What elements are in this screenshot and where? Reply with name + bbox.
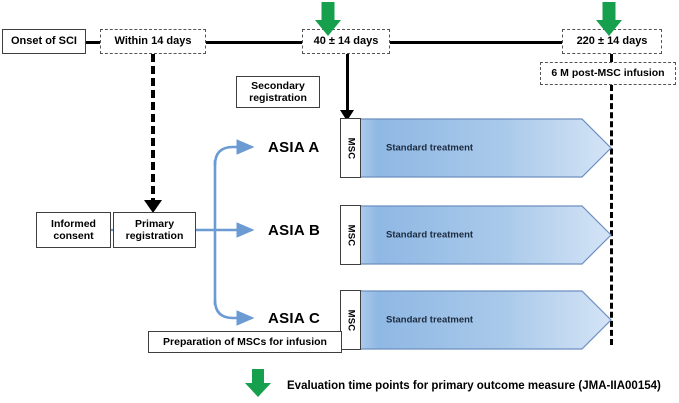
legend-green-arrow-icon — [243, 369, 273, 399]
arrowhead-to-primary-registration — [144, 200, 162, 213]
dashed-connector-220-to-post — [610, 54, 613, 64]
blue-arrow-to-asia-a — [213, 139, 255, 166]
line-40days-to-msc — [346, 54, 349, 114]
timeline-segment-onset-to-within — [86, 41, 110, 44]
green-arrow-220days — [594, 2, 624, 36]
informed-consent-line1: Informed — [51, 217, 96, 230]
secondary-registration-line1: Secondary — [251, 79, 305, 92]
box-220-days: 220 ± 14 days — [562, 29, 662, 54]
box-onset-of-sci: Onset of SCI — [2, 29, 86, 54]
box-preparation-of-mscs: Preparation of MSCs for infusion — [148, 331, 342, 353]
informed-consent-line2: consent — [53, 230, 94, 242]
msc-label-c: MSC — [345, 309, 356, 331]
msc-box-asia-c: MSC — [340, 290, 361, 350]
dashed-endpoint-line — [610, 85, 613, 345]
treatment-bar-asia-c: MSC Standard treatment — [340, 290, 612, 350]
treatment-bar-asia-a: MSC Standard treatment — [340, 118, 612, 178]
treatment-bar-asia-b: MSC Standard treatment — [340, 205, 612, 265]
timeline-segment-within-to-40 — [206, 41, 308, 44]
post-infusion-label: 6 M post-MSC infusion — [551, 67, 665, 80]
timeline-segment-40-to-220 — [390, 41, 562, 44]
box-informed-consent: Informed consent — [36, 212, 111, 248]
secondary-registration-line2: registration — [249, 92, 307, 104]
asia-label-a: ASIA A — [268, 139, 320, 156]
onset-label: Onset of SCI — [10, 35, 77, 48]
primary-registration-line2: registration — [125, 230, 184, 242]
box-secondary-registration: Secondary registration — [236, 76, 320, 108]
standard-treatment-label-a: Standard treatment — [386, 142, 474, 154]
standard-treatment-label-c: Standard treatment — [386, 314, 474, 326]
t220-label: 220 ± 14 days — [576, 35, 648, 48]
legend-caption: Evaluation time points for primary outco… — [287, 380, 661, 392]
msc-label-a: MSC — [345, 137, 356, 159]
t40-label: 40 ± 14 days — [313, 35, 379, 48]
green-arrow-40days — [313, 2, 343, 36]
msc-label-b: MSC — [345, 224, 356, 246]
box-within-14-days: Within 14 days — [100, 29, 206, 54]
preparation-label: Preparation of MSCs for infusion — [163, 335, 327, 348]
standard-treatment-label-b: Standard treatment — [386, 229, 474, 241]
box-6m-post-msc-infusion: 6 M post-MSC infusion — [540, 62, 676, 85]
box-40-days: 40 ± 14 days — [302, 29, 390, 54]
within-label: Within 14 days — [114, 35, 192, 48]
box-primary-registration: Primary registration — [113, 212, 196, 248]
blue-arrow-to-asia-c — [213, 299, 255, 326]
msc-box-asia-b: MSC — [340, 205, 361, 265]
dashed-connector-within-to-primary — [151, 54, 155, 206]
primary-registration-line1: Primary — [134, 217, 175, 230]
asia-label-b: ASIA B — [268, 222, 321, 239]
asia-label-c: ASIA C — [268, 310, 321, 327]
arrowhead-to-msc-arm-a — [340, 110, 354, 121]
msc-box-asia-a: MSC — [340, 118, 361, 178]
